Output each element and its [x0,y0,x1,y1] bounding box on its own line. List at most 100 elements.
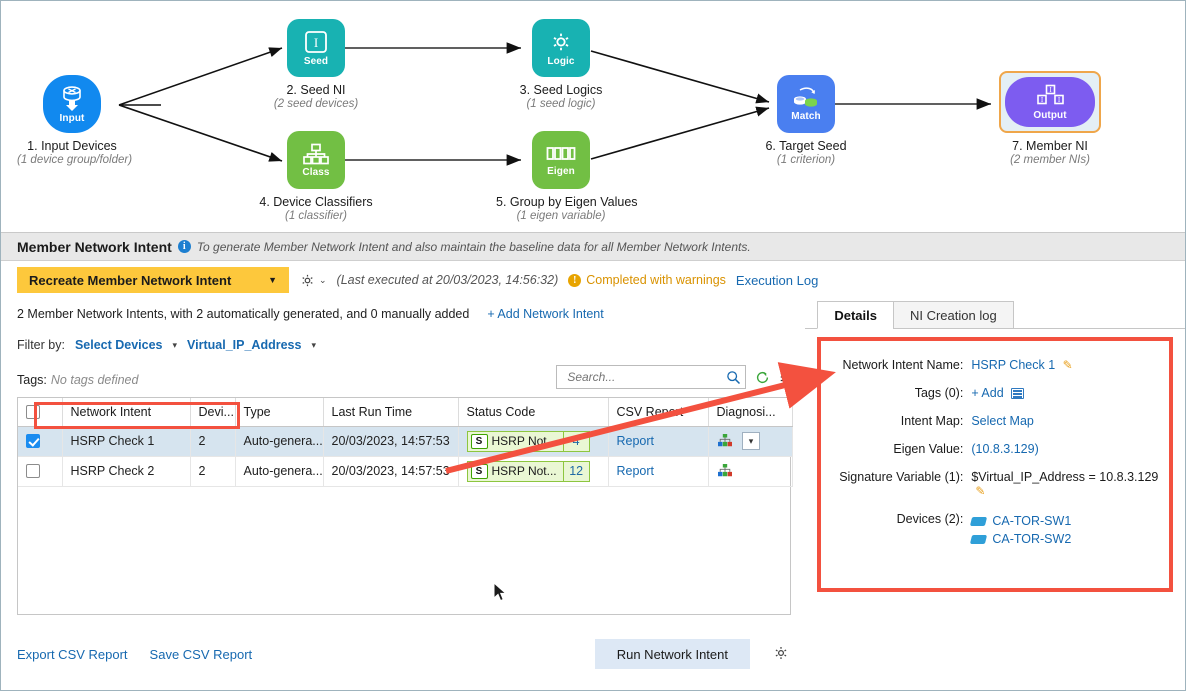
warning-icon: ! [568,273,582,287]
filter-by-label: Filter by: [17,338,65,352]
network-intents-table: Network Intent Devi... Type Last Run Tim… [17,397,793,615]
filter-virtual-ip-address[interactable]: Virtual_IP_Address [187,338,302,352]
label-tags: Tags (0): [914,386,964,400]
add-tag-link[interactable]: + Add [971,386,1004,400]
node-group-by-eigen-values[interactable]: Eigen 5. Group by Eigen Values (1 eigen … [496,131,638,222]
status-chip[interactable]: S HSRP Not... 12 [466,460,590,482]
info-icon[interactable]: i [177,240,191,253]
tag-list-icon[interactable] [1011,388,1025,400]
node-target-seed[interactable]: Match 6. Target Seed (1 criterion) [746,75,866,166]
node-label: 6. Target Seed [765,139,847,153]
severity-icon: S [470,463,488,479]
database-download-icon: Input [43,75,101,133]
node-label: 4. Device Classifiers [259,195,373,209]
match-disks-icon: Match [777,75,835,133]
row-checkbox[interactable] [26,434,40,449]
chevron-down-icon: ▼ [268,275,277,285]
value-network-intent-name[interactable]: HSRP Check 1 [971,358,1056,372]
col-devices[interactable]: Devi... [190,398,236,427]
tags-row: Tags: No tags defined [17,363,805,397]
database-download-glyph [63,85,81,111]
save-csv-report-link[interactable]: Save CSV Report [149,646,253,662]
diagnosis-icon[interactable] [717,434,733,448]
switch-icon [970,534,988,544]
search-box[interactable] [556,365,747,389]
gear-icon: Logic [532,19,590,77]
chevron-down-icon[interactable]: ▾ [311,339,316,350]
hierarchy-icon: Class [287,131,345,189]
cell-devices: 2 [190,456,236,487]
node-cap: Output [1033,109,1067,121]
recreate-member-network-intent-button[interactable]: Recreate Member Network Intent ▼ [17,267,289,293]
settings-gear-button[interactable]: ⌄ [299,272,327,289]
select-all-header[interactable] [18,398,63,427]
hamburger-menu-icon[interactable] [779,370,793,384]
status-chip[interactable]: S HSRP Not... 4 [466,430,590,452]
device-item[interactable]: CA-TOR-SW2 [970,530,1161,548]
cell-status-code: S HSRP Not... 12 [458,456,609,487]
detail-intent-map: Intent Map: Select Map [821,407,1161,435]
run-network-intent-button[interactable]: Run Network Intent [594,639,750,669]
tab-ni-creation-log[interactable]: NI Creation log [892,301,1014,329]
col-last-run-time[interactable]: Last Run Time [323,398,459,427]
edit-pencil-icon[interactable]: ✎ [1062,358,1073,372]
col-csv-report[interactable]: CSV Report [608,398,709,427]
svg-text:I: I [1041,96,1044,104]
chevron-down-icon: ⌄ [319,274,327,285]
row-select-cell[interactable] [18,426,63,457]
status-badge: ! Completed with warnings [568,273,726,287]
node-input-devices[interactable]: Input 1. Input Devices (1 device group/f… [17,75,132,166]
filter-select-devices[interactable]: Select Devices [74,338,163,352]
node-cap: Eigen [547,165,575,177]
node-sublabel: (1 seed logic) [526,98,596,110]
report-link[interactable]: Report [616,464,655,478]
action-bar: Recreate Member Network Intent ▼ ⌄ (Last… [1,261,1185,299]
edit-pencil-icon[interactable]: ✎ [975,484,986,498]
details-key-values: Network Intent Name: HSRP Check 1 ✎ Tags… [821,351,1161,555]
col-type[interactable]: Type [235,398,324,427]
value-eigen-value[interactable]: (10.8.3.129) [971,442,1039,456]
cell-type: Auto-genera... [235,456,324,487]
search-input[interactable] [565,369,727,385]
intent-summary-text: 2 Member Network Intents, with 2 automat… [17,307,470,321]
footer-settings-button[interactable] [772,644,790,665]
table-row[interactable]: HSRP Check 1 2 Auto-genera... 20/03/2023… [18,426,793,457]
label-devices: Devices (2): [896,512,964,526]
export-csv-report-link[interactable]: Export CSV Report [17,646,128,662]
row-checkbox[interactable] [26,464,40,479]
device-item[interactable]: CA-TOR-SW1 [970,512,1161,530]
refresh-icon[interactable] [755,370,770,385]
node-cap: Logic [547,55,575,67]
col-network-intent[interactable]: Network Intent [62,398,191,427]
node-seed-ni[interactable]: I Seed 2. Seed NI (2 seed devices) [256,19,376,110]
node-label: 5. Group by Eigen Values [496,195,638,209]
grid: Network Intent Devi... Type Last Run Tim… [18,398,793,487]
execution-log-link[interactable]: Execution Log [735,272,819,288]
label-network-intent-name: Network Intent Name: [842,358,964,372]
seed-box-glyph: I [305,30,327,53]
add-network-intent-link[interactable]: + Add Network Intent [487,307,604,321]
cell-diagnosis [708,456,793,487]
table-row[interactable]: HSRP Check 2 2 Auto-genera... 20/03/2023… [18,456,793,487]
select-all-checkbox[interactable] [26,405,40,420]
diagnosis-icon[interactable] [717,464,733,478]
severity-icon: S [470,433,488,449]
tab-details[interactable]: Details [817,301,894,329]
report-link[interactable]: Report [616,434,655,448]
search-icon[interactable] [726,370,741,385]
node-device-classifiers[interactable]: Class 4. Device Classifiers (1 classifie… [256,131,376,222]
gear-glyph [553,33,569,50]
cell-diagnosis: ▾ [708,426,793,457]
workflow-diagram: Input 1. Input Devices (1 device group/f… [1,1,1185,233]
node-cap: Match [791,110,821,122]
value-intent-map[interactable]: Select Map [971,414,1034,428]
search-tools [556,365,793,389]
row-dropdown-button[interactable]: ▾ [741,432,760,450]
label-eigen-value: Eigen Value: [893,442,964,456]
col-diagnosis[interactable]: Diagnosi... [708,398,793,427]
row-select-cell[interactable] [18,456,63,487]
node-seed-logics[interactable]: Logic 3. Seed Logics (1 seed logic) [501,19,621,110]
col-status-code[interactable]: Status Code [458,398,609,427]
chevron-down-icon[interactable]: ▾ [172,339,178,350]
